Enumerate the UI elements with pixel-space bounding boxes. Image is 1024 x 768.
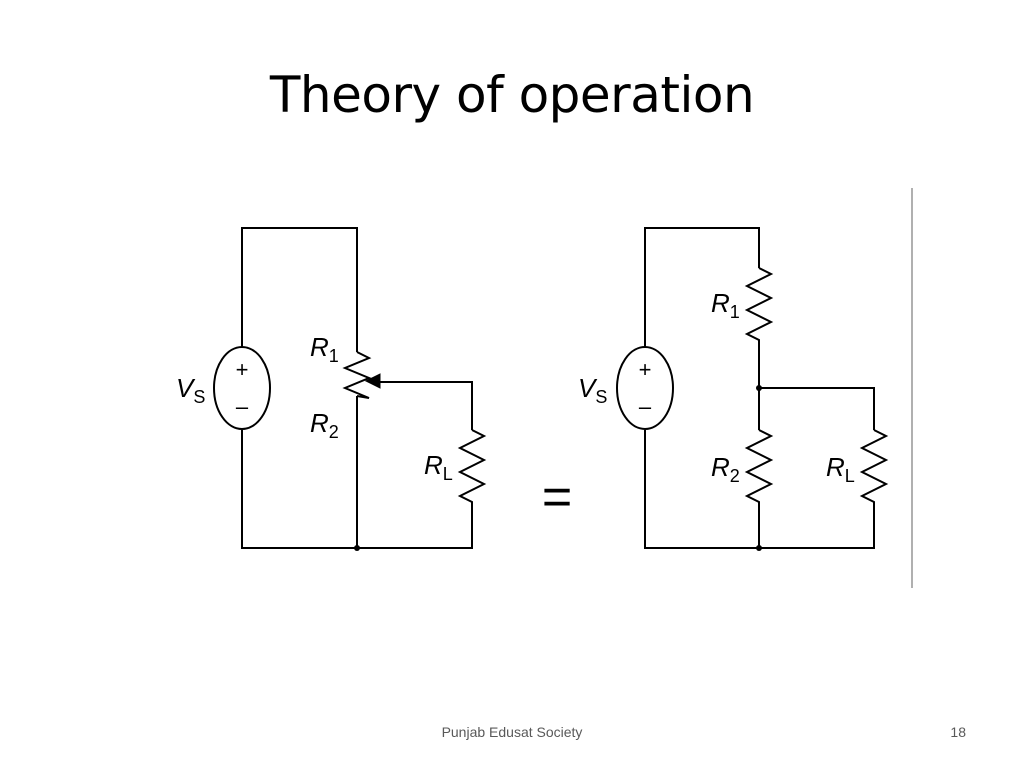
left-junction-dot bbox=[354, 545, 360, 551]
left-r2-label: R2 bbox=[310, 408, 339, 442]
page-number: 18 bbox=[950, 724, 966, 740]
right-vs-label: VS bbox=[578, 373, 607, 407]
right-rl-label: RL bbox=[826, 452, 855, 486]
equals-sign: = bbox=[542, 468, 572, 526]
left-source-minus: – bbox=[236, 394, 249, 419]
right-r1-label: R1 bbox=[711, 288, 740, 322]
svg-text:+: + bbox=[639, 357, 652, 382]
svg-text:–: – bbox=[639, 394, 652, 419]
left-r1-label: R1 bbox=[310, 332, 339, 366]
right-junction-dot-bottom bbox=[756, 545, 762, 551]
left-rl-resistor bbox=[457, 429, 487, 512]
left-source-circle bbox=[213, 346, 271, 430]
right-r2-label: R2 bbox=[711, 452, 740, 486]
right-r1-resistor bbox=[744, 267, 774, 348]
svg-text:–: – bbox=[236, 394, 249, 419]
footer-text: Punjab Edusat Society bbox=[441, 724, 583, 740]
right-junction-dot-top bbox=[756, 385, 762, 391]
right-r2-resistor bbox=[744, 429, 774, 508]
svg-text:+: + bbox=[236, 357, 249, 382]
left-source-plus: + bbox=[236, 357, 249, 382]
left-circuit-wires bbox=[241, 227, 473, 549]
left-vs-label: VS bbox=[176, 373, 205, 407]
slide-title: Theory of operation bbox=[269, 66, 755, 124]
left-rl-label: RL bbox=[424, 450, 453, 484]
right-source-plus: + bbox=[639, 357, 652, 382]
left-potentiometer bbox=[342, 351, 372, 399]
right-source-circle bbox=[616, 346, 674, 430]
left-wiper-arrow bbox=[364, 373, 381, 389]
right-source-minus: – bbox=[639, 394, 652, 419]
right-rl-resistor bbox=[859, 429, 889, 508]
